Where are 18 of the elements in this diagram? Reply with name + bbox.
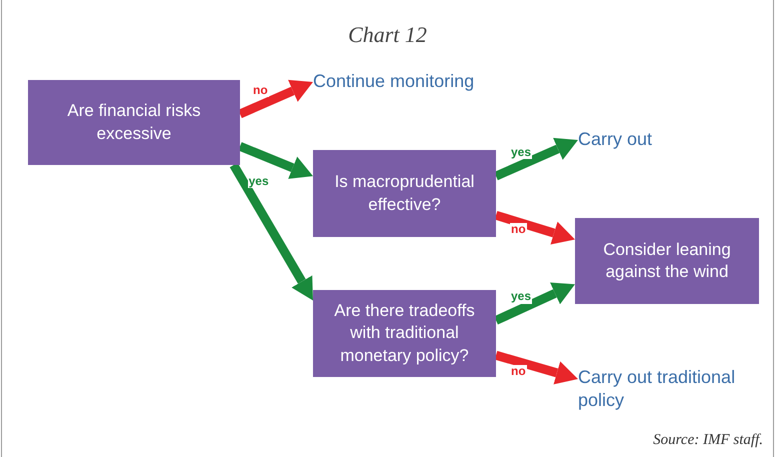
arrow: [238, 80, 313, 118]
question-box: Are financial risks excessive: [28, 80, 240, 165]
outcome-text: Carry out traditional policy: [578, 364, 758, 414]
outcome-text: Carry out: [578, 126, 698, 154]
question-box: Are there tradeoffs with traditional monetary policy?: [313, 290, 496, 377]
edge-label: no: [510, 365, 527, 378]
arrow: [494, 210, 575, 245]
outcome-text: Continue monitoring: [313, 68, 513, 96]
question-box: Consider leaning against the wind: [575, 218, 759, 304]
edge-label: no: [510, 223, 527, 236]
source-note: Source: IMF staff.: [653, 432, 763, 449]
question-box: Is macroprudential effective?: [313, 150, 496, 237]
chart-title: Chart 12: [348, 22, 427, 48]
arrow: [494, 282, 575, 325]
arrow: [494, 138, 578, 180]
arrow: [230, 162, 313, 300]
arrow: [494, 350, 578, 384]
arrow: [238, 142, 313, 179]
